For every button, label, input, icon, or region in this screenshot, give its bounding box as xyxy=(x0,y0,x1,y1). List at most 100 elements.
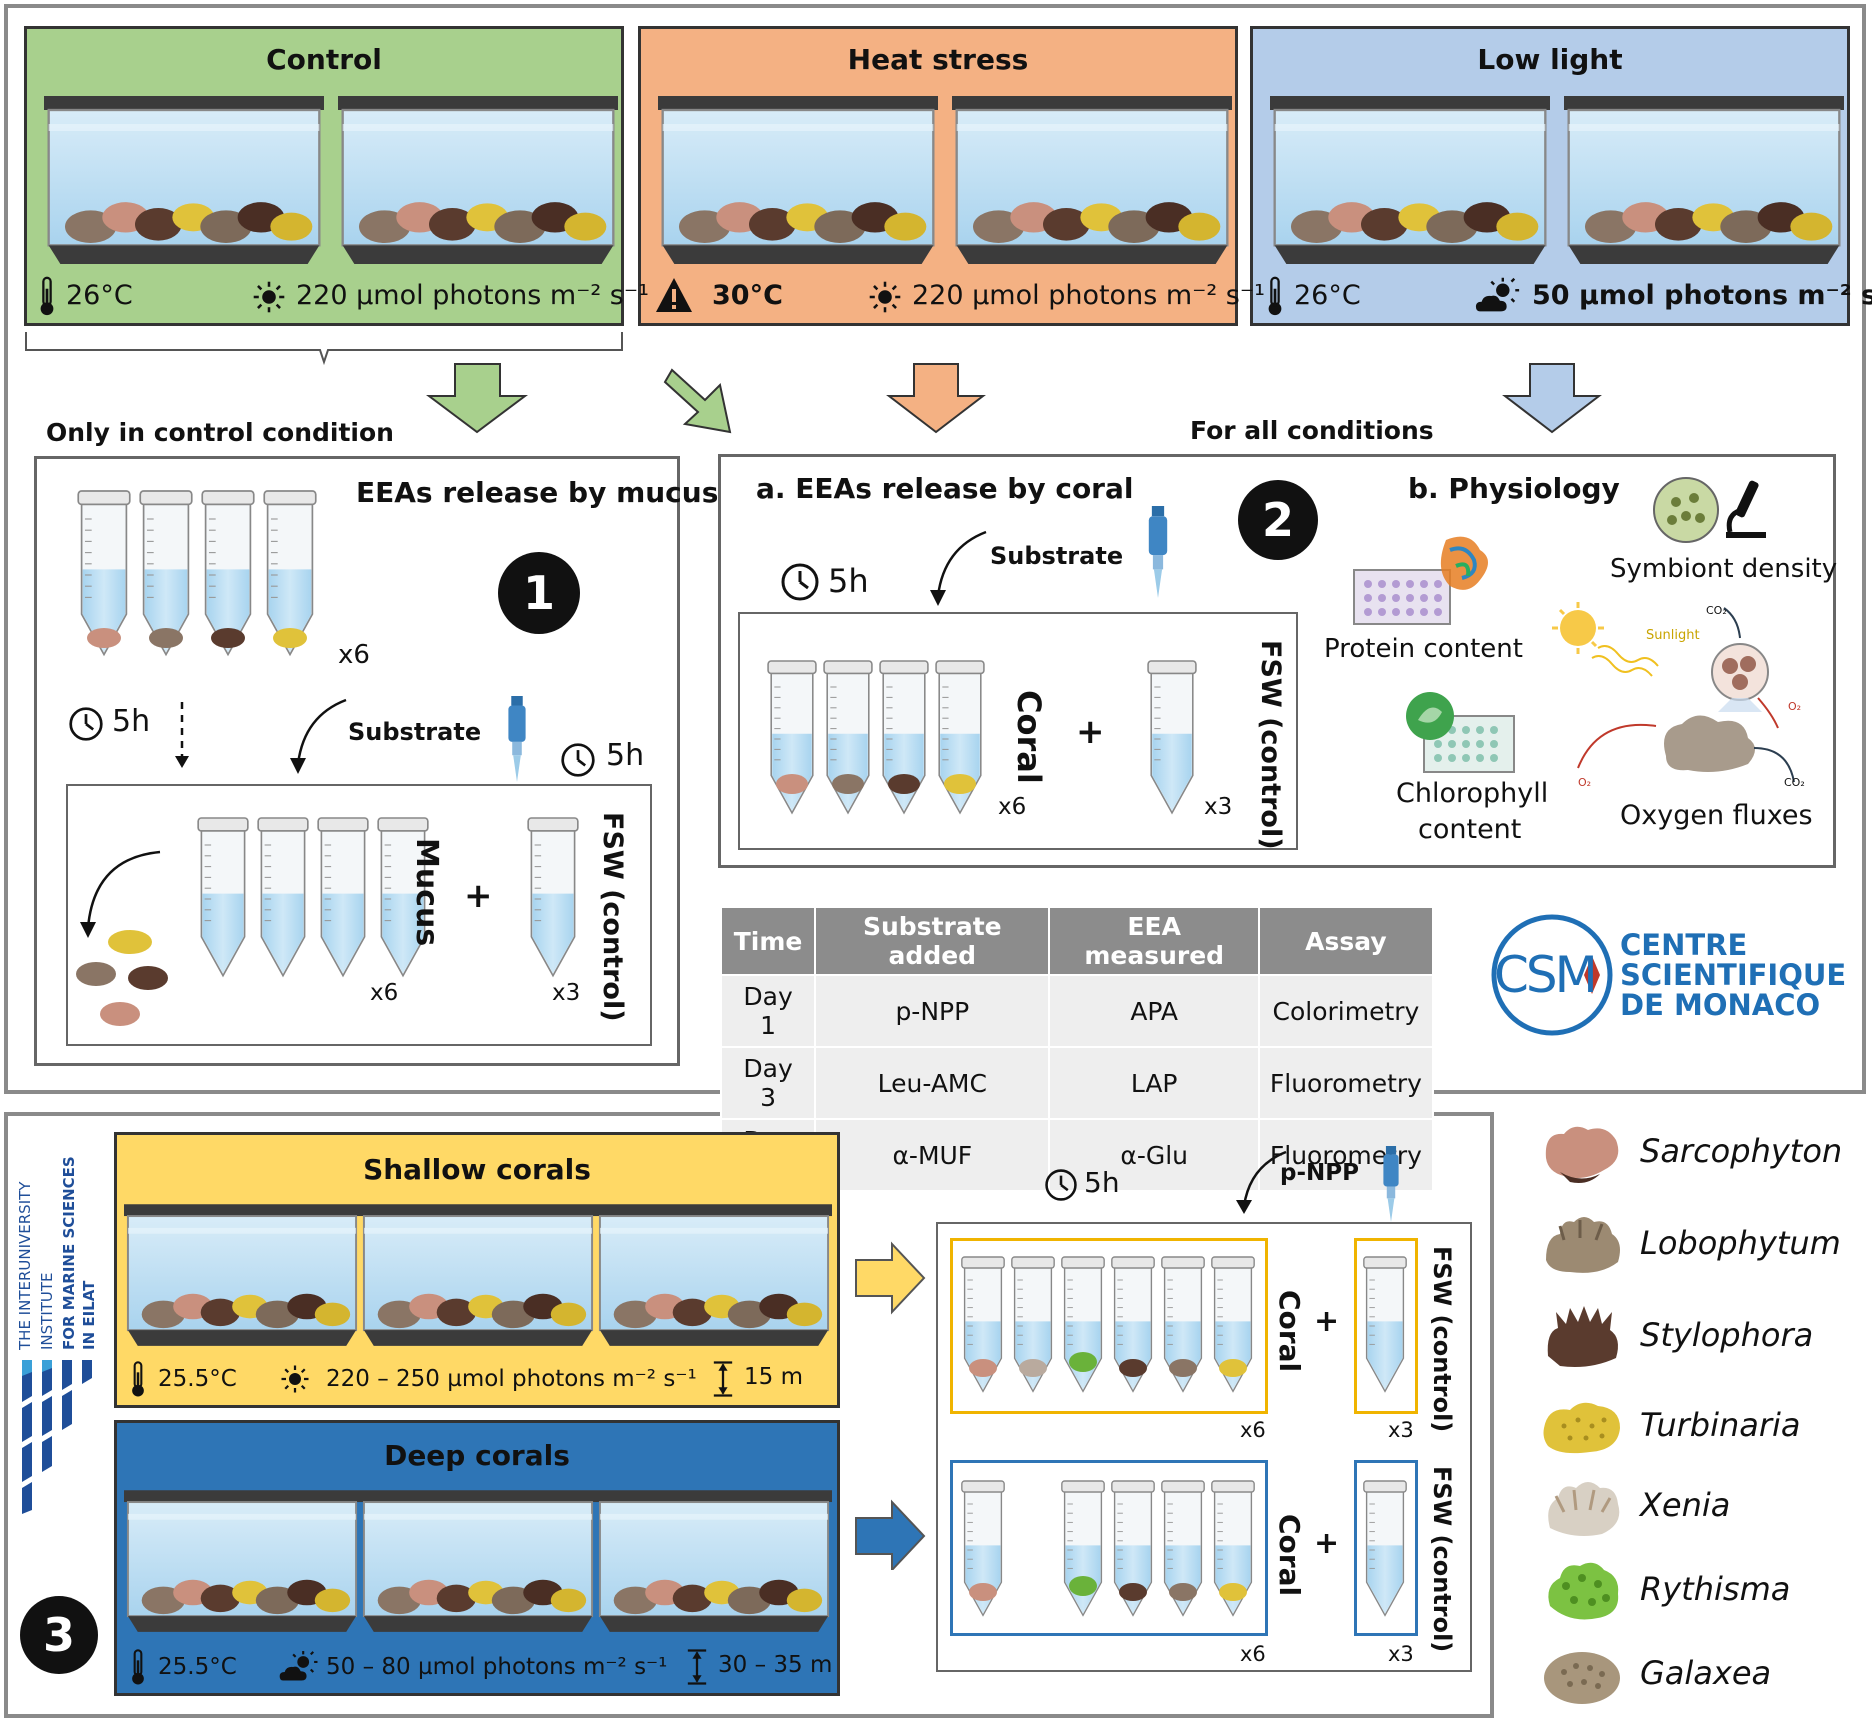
substrate-curved-arrow xyxy=(290,698,347,774)
protein-content-label: Protein content xyxy=(1324,634,1523,664)
symbiont-density-label: Symbiont density xyxy=(1610,554,1838,584)
table-cell: APA xyxy=(1048,974,1260,1048)
csm-line1: CENTRE xyxy=(1620,928,1748,962)
csm-logo xyxy=(1491,914,1613,1036)
panel2-time: 5h xyxy=(828,562,869,600)
eilat-logo-text: THE INTERUNIVERSITY INSTITUTE FOR MARINE… xyxy=(16,1156,98,1350)
lobophytum-coral-icon xyxy=(1546,1217,1620,1273)
dashed-down-arrow xyxy=(175,702,189,768)
shallow-x6: x6 xyxy=(1240,1418,1266,1442)
table-cell: α-Glu xyxy=(1048,1118,1260,1192)
panel3-tanks xyxy=(124,1204,832,1633)
chlorophyll-label-line2: content xyxy=(1418,814,1522,845)
clock-icon xyxy=(1045,1169,1077,1201)
panel2-title-a: a. EEAs release by coral xyxy=(756,472,1134,505)
condition-title: Low light xyxy=(1477,43,1623,76)
csm-abbr: CSM xyxy=(1494,946,1598,1004)
deep-fsw-tube xyxy=(1363,1480,1407,1617)
table-header: Substrate added xyxy=(814,906,1051,976)
legend-item-sarcophyton: Sarcophyton xyxy=(1540,1118,1860,1188)
deep-fsw-box xyxy=(1354,1460,1418,1636)
heat-temperature: 30°C xyxy=(712,280,783,311)
thermometer-icon xyxy=(131,1361,145,1398)
shallow-fsw-box xyxy=(1354,1238,1418,1414)
panel2-x3: x3 xyxy=(1204,794,1233,820)
chlorophyll-label-line1: Chlorophyll xyxy=(1396,778,1549,809)
substrate-curved-arrow xyxy=(1236,1150,1287,1214)
assay-table: Time Substrate added EEA measured Assay … xyxy=(719,906,1435,1192)
deep-depth: 30 – 35 m xyxy=(718,1652,833,1678)
chlorophyll-plate-icon xyxy=(1406,692,1515,773)
control-light: 220 µmol photons m⁻² s⁻¹ xyxy=(296,280,649,311)
warning-icon xyxy=(656,278,692,312)
panel1-mucus-tubes xyxy=(197,817,429,977)
table-cell: Day 3 xyxy=(719,1046,817,1120)
pipette-icon xyxy=(1148,506,1168,598)
legend-name: Lobophytum xyxy=(1640,1224,1841,1262)
shallow-fsw-tube xyxy=(1363,1256,1407,1393)
sun-icon xyxy=(868,280,902,314)
shallow-tubes-box xyxy=(950,1238,1268,1414)
panel1-time-left: 5h xyxy=(112,704,151,739)
heat-light: 220 µmol photons m⁻² s⁻¹ xyxy=(912,280,1265,311)
rythisma-coral-icon xyxy=(1548,1562,1619,1620)
deep-fsw-label: FSW (control) xyxy=(1428,1466,1456,1653)
pipette-icon xyxy=(508,696,526,782)
only-control-label: Only in control condition xyxy=(46,418,394,447)
table-cell: Day 1 xyxy=(719,974,817,1048)
table-cell: α-MUF xyxy=(814,1118,1051,1192)
table-header: EEA measured xyxy=(1048,906,1260,976)
legend-item-turbinaria: Turbinaria xyxy=(1540,1392,1860,1462)
shallow-plus: + xyxy=(1314,1304,1340,1339)
corals-removed-arrow xyxy=(76,850,168,1026)
co2-label-bottom: CO₂ xyxy=(1784,776,1805,789)
panel3-time: 5h xyxy=(1084,1166,1120,1199)
clock-icon xyxy=(561,743,595,777)
stylophora-coral-icon xyxy=(1547,1306,1618,1367)
clock-icon xyxy=(69,707,103,741)
lowlight-light: 50 µmol photons m⁻² s⁻¹ xyxy=(1532,280,1872,311)
legend-item-xenia: Xenia xyxy=(1540,1472,1860,1542)
condition-title: Heat stress xyxy=(847,43,1029,76)
thermometer-icon xyxy=(39,276,55,316)
o2-label-right: O₂ xyxy=(1788,700,1802,713)
deep-coral-tubes xyxy=(961,1480,1255,1617)
deep-temperature: 25.5°C xyxy=(158,1654,237,1680)
all-conditions-label: For all conditions xyxy=(1190,416,1434,445)
shallow-depth: 15 m xyxy=(744,1364,803,1390)
legend-item-galaxea: Galaxea xyxy=(1540,1640,1860,1710)
legend-name: Rythisma xyxy=(1640,1570,1791,1608)
shallow-title: Shallow corals xyxy=(363,1153,591,1186)
shallow-x3: x3 xyxy=(1388,1418,1414,1442)
panel1-x6-top: x6 xyxy=(338,640,370,670)
eilat-line3: FOR MARINE SCIENCES xyxy=(60,1156,78,1350)
panel1-x3: x3 xyxy=(552,980,581,1006)
protein-plate-icon xyxy=(1353,536,1488,625)
table-cell: LAP xyxy=(1048,1046,1260,1120)
deep-plus: + xyxy=(1314,1526,1340,1561)
sunlight-label: Sunlight xyxy=(1646,628,1700,643)
panel3-substrate: p-NPP xyxy=(1280,1160,1359,1186)
flow-arrows xyxy=(25,332,1602,434)
control-temperature: 26°C xyxy=(66,280,133,311)
sarcophyton-coral-icon xyxy=(1545,1126,1619,1183)
panel3-arrows xyxy=(855,1241,926,1570)
panel2-fsw-label: FSW (control) xyxy=(1255,640,1286,850)
depth-icon xyxy=(712,1361,734,1397)
depth-icon xyxy=(686,1649,708,1685)
shallow-coral-tubes xyxy=(961,1256,1255,1393)
substrate-curved-arrow xyxy=(930,530,987,606)
table-cell: Leu-AMC xyxy=(814,1046,1051,1120)
pipette-icon xyxy=(1383,1146,1399,1222)
thermometer-icon xyxy=(131,1649,145,1686)
table-cell: Fluorometry xyxy=(1257,1118,1435,1192)
eilat-line1: THE INTERUNIVERSITY xyxy=(16,1181,34,1350)
legend-name: Stylophora xyxy=(1640,1316,1814,1354)
panel2-substrate: Substrate xyxy=(990,542,1124,570)
panel1-x6: x6 xyxy=(370,980,399,1006)
legend-name: Galaxea xyxy=(1640,1654,1772,1692)
o2-label-left: O₂ xyxy=(1578,776,1592,789)
panel1-mucus-label: Mucus xyxy=(409,838,444,947)
xenia-coral-icon xyxy=(1548,1482,1620,1536)
panel2-coral-tubes xyxy=(767,660,985,814)
